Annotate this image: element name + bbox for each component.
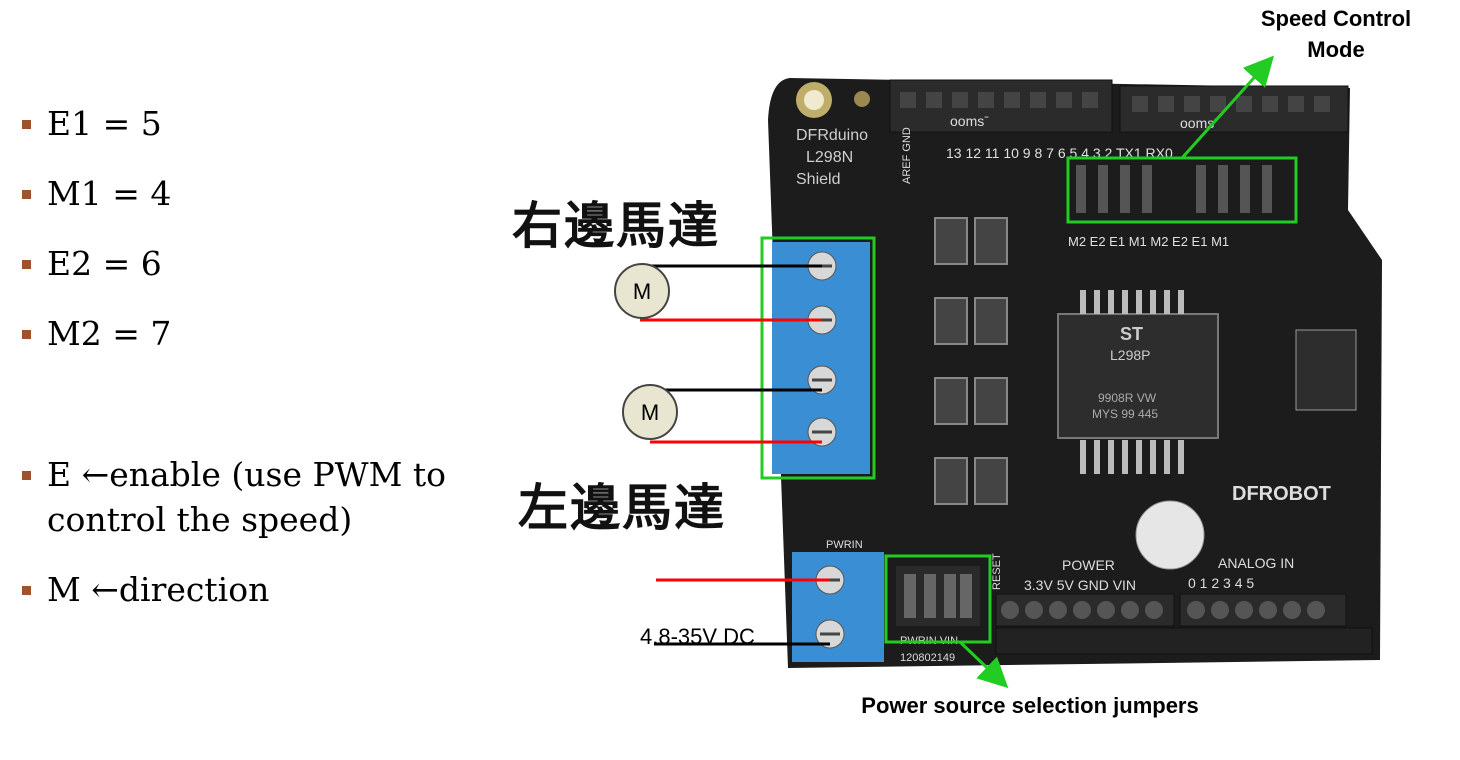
bullet-e2: E2 = 6	[22, 241, 162, 286]
aref-label: AREF GND	[901, 127, 913, 184]
board-name-line3: Shield	[796, 171, 840, 188]
bullet-text: E1 = 5	[47, 104, 162, 143]
serial-number: 120802149	[900, 652, 955, 664]
chip-brand: ST	[1120, 324, 1143, 344]
l298p-chip	[1057, 313, 1219, 439]
power-jumpers-label: Power source selection jumpers	[861, 693, 1199, 718]
bullet-text: M1 = 4	[47, 174, 172, 213]
top-header-left	[889, 79, 1113, 133]
chip-code-2: MYS 99 445	[1092, 407, 1158, 421]
right-motor-symbol	[614, 263, 670, 319]
small-chip	[1295, 329, 1357, 411]
bullet-marker	[22, 190, 31, 199]
chip-model: L298P	[1110, 347, 1150, 363]
right-motor-label: 右邊馬達	[512, 197, 720, 255]
bullet-text: M2 = 7	[47, 314, 172, 353]
power-jumpers-arrow	[958, 640, 1009, 689]
bullet-direction: M ←direction	[22, 567, 269, 612]
analog-label: ANALOG IN	[1218, 555, 1294, 571]
right-motor-symbol-text: M	[633, 279, 651, 304]
bullet-text: M ←direction	[47, 570, 270, 609]
bullet-marker	[22, 330, 31, 339]
chip-legs	[1080, 290, 1184, 474]
bottom-header	[995, 627, 1373, 655]
mode-jumper-pins	[1076, 165, 1272, 213]
capacitor	[1135, 500, 1205, 570]
chip-code-1: 9908R VW	[1098, 391, 1157, 405]
board-name-line2: L298N	[806, 149, 853, 166]
diodes	[934, 217, 1008, 505]
top-header-right	[1119, 85, 1349, 133]
power-pins: 3.3V 5V GND VIN	[1024, 577, 1136, 593]
bullet-marker	[22, 260, 31, 269]
bullet-text: E2 = 6	[47, 244, 162, 283]
brand-logo: DFROBOT	[1232, 483, 1331, 505]
bullet-text: E ←enable (use PWM to control the speed)	[47, 455, 446, 539]
speed-control-label: Speed Control Mode	[1260, 6, 1412, 62]
bullet-m2: M2 = 7	[22, 311, 171, 356]
power-label: POWER	[1062, 557, 1115, 573]
motor-terminal-screws	[807, 251, 837, 447]
pwrin-label: PWRIN	[826, 539, 863, 551]
bullet-marker	[22, 586, 31, 595]
left-motor-symbol-text: M	[641, 400, 659, 425]
reset-label: RESET	[991, 553, 1003, 590]
left-motor-symbol	[622, 384, 678, 440]
header-pins	[1001, 601, 1325, 619]
power-jumpers-highlight	[884, 554, 992, 644]
bullet-m1: M1 = 4	[22, 171, 171, 216]
mounting-hole	[854, 91, 870, 107]
left-motor-label: 左邊馬達	[518, 479, 726, 537]
mode-labels: M2 E2 E1 M1 M2 E2 E1 M1	[1068, 234, 1229, 249]
bullet-enable: E ←enable (use PWM to control the speed)	[22, 452, 446, 542]
bullet-marker	[22, 120, 31, 129]
header-label-left: oomsˉ	[950, 113, 989, 129]
speed-mode-arrow	[1180, 55, 1275, 160]
bullet-marker	[22, 471, 31, 480]
analog-pins: 0 1 2 3 4 5	[1188, 575, 1254, 591]
board-name-line1: DFRduino	[796, 127, 868, 144]
bullet-e1: E1 = 5	[22, 101, 162, 146]
motor-terminal-highlight	[760, 236, 876, 480]
